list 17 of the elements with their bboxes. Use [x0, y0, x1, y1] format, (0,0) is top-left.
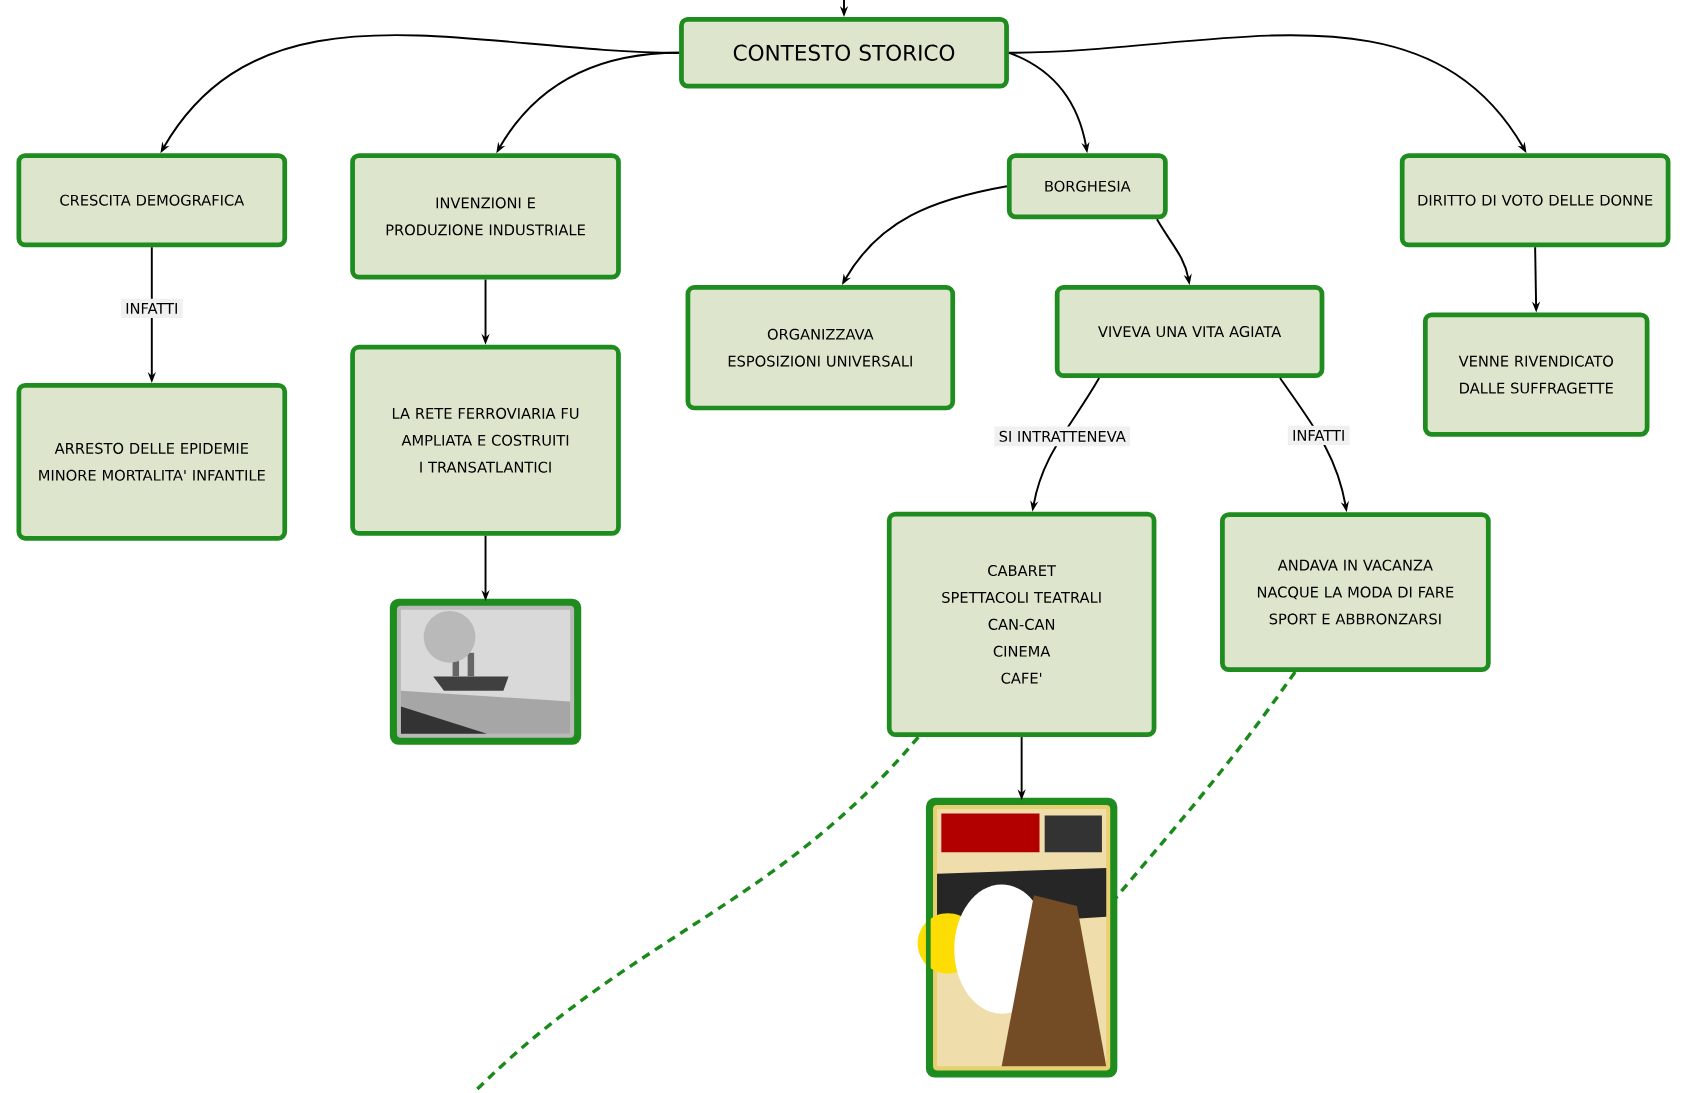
concept-box: BORGHESIA: [1006, 153, 1168, 220]
concept-box: CABARET SPETTACOLI TEATRALI CAN-CAN CINEMA CAFE': [886, 511, 1157, 738]
concept-box: LA RETE FERROVIARIA FU AMPLIATA E COSTRUITI I TRANSATLANTICI: [350, 344, 621, 536]
concept-box: CRESCITA DEMOGRAFICA: [16, 153, 288, 248]
concept-box: ORGANIZZAVA ESPOSIZIONI UNIVERSALI: [685, 285, 956, 411]
concept-box: ANDAVA IN VACANZA NACQUE LA MODA DI FARE SPORT E ABBRONZARSI: [1220, 512, 1491, 673]
poster-picture: [917, 798, 1118, 1078]
concept-box: VENNE RIVENDICATO DALLE SUFFRAGETTE: [1422, 312, 1650, 437]
concept-box: CONTESTO STORICO: [679, 17, 1009, 89]
concept-box: DIRITTO DI VOTO DELLE DONNE: [1399, 153, 1671, 248]
photo: [389, 598, 582, 745]
concept-box: ARRESTO DELLE EPIDEMIE MINORE MORTALITA' INFANTILE: [16, 383, 288, 541]
edge-label: SI INTRATTENEVA: [994, 426, 1131, 447]
edge-label: INFATTI: [120, 298, 183, 319]
concept-box: VIVEVA UNA VITA AGIATA: [1054, 285, 1325, 379]
concept-box: INVENZIONI E PRODUZIONE INDUSTRIALE: [350, 153, 621, 280]
edge-label: INFATTI: [1287, 425, 1350, 446]
